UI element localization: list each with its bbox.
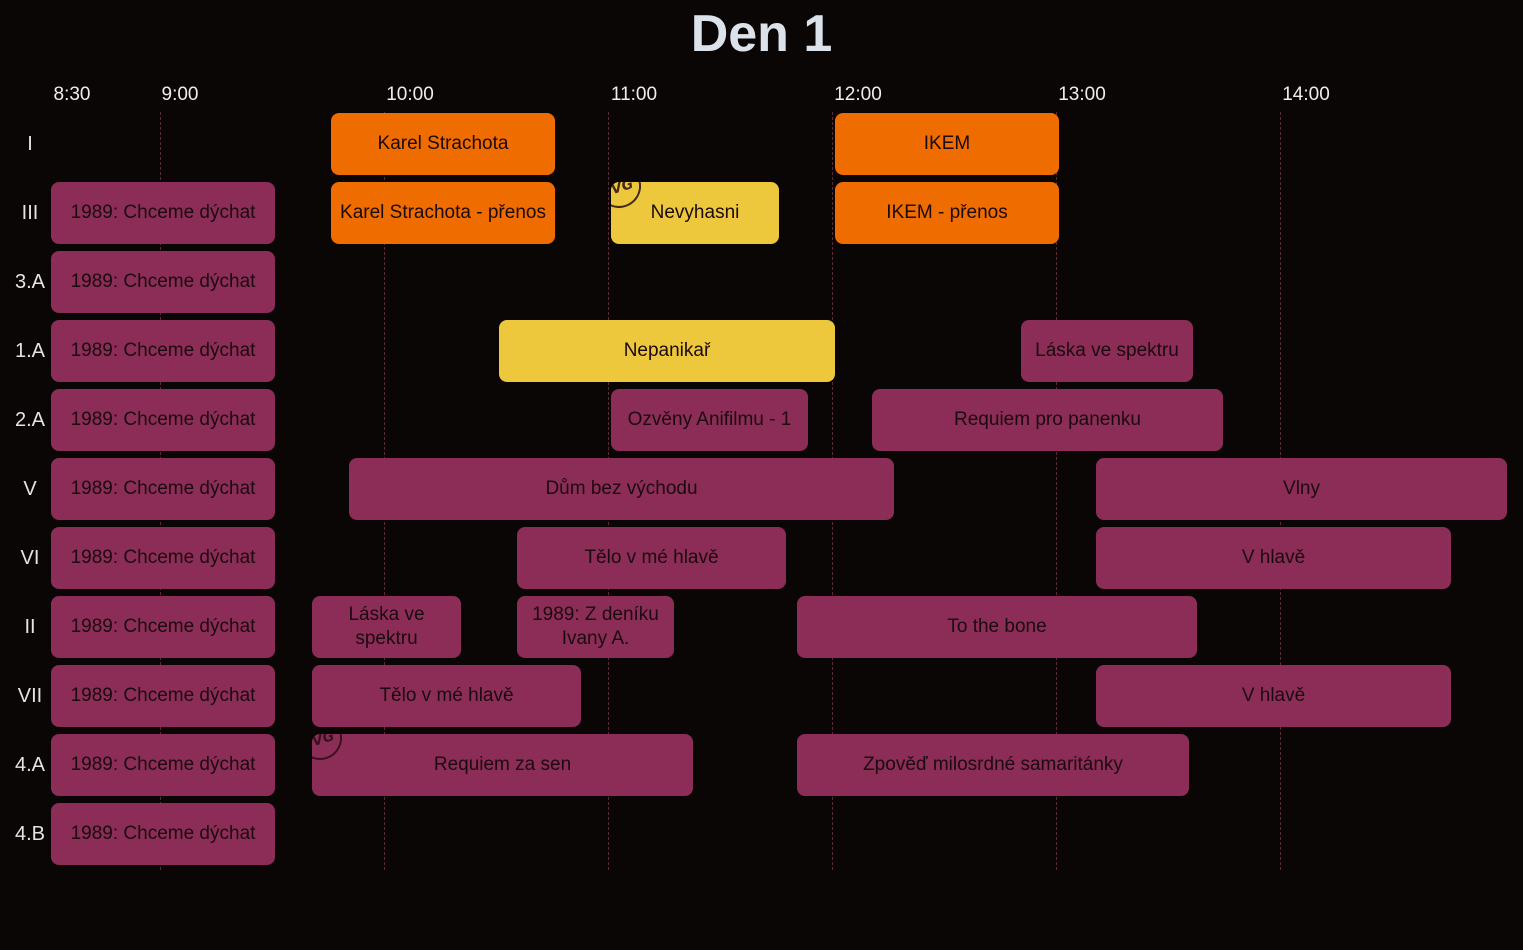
event-label: Tělo v mé hlavě — [584, 547, 719, 568]
event-label: Requiem za sen — [433, 754, 572, 775]
event-block[interactable]: V hlavě — [1096, 527, 1451, 589]
event-block[interactable]: To the bone — [797, 596, 1197, 658]
event-block[interactable]: 1989: Chceme dýchat — [51, 458, 275, 520]
vg-badge-icon: VG — [312, 734, 348, 766]
time-label-900: 9:00 — [161, 84, 199, 105]
event-block[interactable]: 1989: Chceme dýchat — [51, 734, 275, 796]
room-label-2A: 2.A — [14, 409, 46, 431]
event-label: Nepanikař — [623, 340, 711, 361]
time-label-1200: 12:00 — [834, 84, 882, 105]
event-label: To the bone — [947, 616, 1047, 637]
room-label-III: III — [21, 202, 39, 224]
event-label: Ozvěny Anifilmu - 1 — [627, 409, 792, 430]
event-block[interactable]: 1989: Chceme dýchat — [51, 596, 275, 658]
event-label: 1989: Chceme dýchat — [70, 409, 256, 430]
event-label: 1989: Chceme dýchat — [70, 754, 256, 775]
event-block[interactable]: Ozvěny Anifilmu - 1 — [611, 389, 808, 451]
time-label-1400: 14:00 — [1282, 84, 1330, 105]
event-block[interactable]: Tělo v mé hlavě — [312, 665, 581, 727]
event-block[interactable]: IKEM - přenos — [835, 182, 1059, 244]
event-label: 1989: Chceme dýchat — [70, 202, 256, 223]
event-block[interactable]: 1989: Chceme dýchat — [51, 527, 275, 589]
event-block[interactable]: Vlny — [1096, 458, 1507, 520]
room-label-3A: 3.A — [14, 271, 46, 293]
time-label-830: 8:30 — [53, 84, 91, 105]
event-label: Requiem pro panenku — [954, 409, 1141, 430]
room-label-II: II — [24, 616, 36, 638]
event-label: IKEM — [923, 133, 971, 154]
event-label: V hlavě — [1241, 547, 1306, 568]
event-block[interactable]: Láska ve spektru — [1021, 320, 1193, 382]
event-label: Vlny — [1283, 478, 1320, 499]
event-block[interactable]: 1989: Chceme dýchat — [51, 251, 275, 313]
event-block[interactable]: 1989: Chceme dýchat — [51, 803, 275, 865]
event-label: 1989: Chceme dýchat — [70, 547, 256, 568]
event-label: 1989: Chceme dýchat — [70, 271, 256, 292]
grid-line — [1056, 112, 1057, 870]
event-block[interactable]: 1989: Chceme dýchat — [51, 182, 275, 244]
event-label: 1989: Chceme dýchat — [70, 823, 256, 844]
event-label: Zpověď milosrdné samaritánky — [863, 754, 1123, 775]
time-label-1100: 11:00 — [610, 84, 658, 105]
event-block[interactable]: Láska ve spektru — [312, 596, 461, 658]
event-block[interactable]: 1989: Z deníku Ivany A. — [517, 596, 674, 658]
event-label: Karel Strachota - přenos — [340, 202, 546, 223]
room-label-VI: VI — [20, 547, 40, 569]
event-label: Nevyhasni — [650, 202, 740, 223]
event-block[interactable]: VG Requiem za sen — [312, 734, 693, 796]
page-title: Den 1 — [690, 5, 833, 63]
event-label: IKEM - přenos — [886, 202, 1008, 223]
event-label: Karel Strachota — [377, 133, 509, 154]
event-block[interactable]: 1989: Chceme dýchat — [51, 665, 275, 727]
event-block[interactable]: VG Nevyhasni — [611, 182, 779, 244]
event-label: Dům bez východu — [545, 478, 698, 499]
event-label: 1989: Chceme dýchat — [70, 478, 256, 499]
time-label-1300: 13:00 — [1058, 84, 1106, 105]
time-label-1000: 10:00 — [386, 84, 434, 105]
event-label: 1989: Chceme dýchat — [70, 685, 256, 706]
event-label: 1989: Z deníku Ivany A. — [532, 604, 659, 649]
event-block[interactable]: Tělo v mé hlavě — [517, 527, 786, 589]
event-block[interactable]: 1989: Chceme dýchat — [51, 389, 275, 451]
room-label-V: V — [23, 478, 37, 500]
event-block[interactable]: 1989: Chceme dýchat — [51, 320, 275, 382]
room-label-VII: VII — [17, 685, 43, 707]
event-label: Láska ve spektru — [1035, 340, 1179, 361]
room-label-1A: 1.A — [14, 340, 46, 362]
event-block[interactable]: V hlavě — [1096, 665, 1451, 727]
event-label: 1989: Chceme dýchat — [70, 616, 256, 637]
event-label: Láska ve spektru — [348, 604, 425, 649]
room-label-4B: 4.B — [14, 823, 46, 845]
vg-badge-icon: VG — [611, 182, 647, 214]
event-block[interactable]: Requiem pro panenku — [872, 389, 1223, 451]
event-block[interactable]: Zpověď milosrdné samaritánky — [797, 734, 1189, 796]
event-block[interactable]: Karel Strachota - přenos — [331, 182, 555, 244]
event-block[interactable]: IKEM — [835, 113, 1059, 175]
room-label-4A: 4.A — [14, 754, 46, 776]
event-label: Tělo v mé hlavě — [379, 685, 514, 706]
room-label-I: I — [27, 133, 33, 155]
event-block[interactable]: Nepanikař — [499, 320, 835, 382]
event-label: 1989: Chceme dýchat — [70, 340, 256, 361]
event-block[interactable]: Dům bez východu — [349, 458, 894, 520]
event-label: V hlavě — [1241, 685, 1306, 706]
event-block[interactable]: Karel Strachota — [331, 113, 555, 175]
